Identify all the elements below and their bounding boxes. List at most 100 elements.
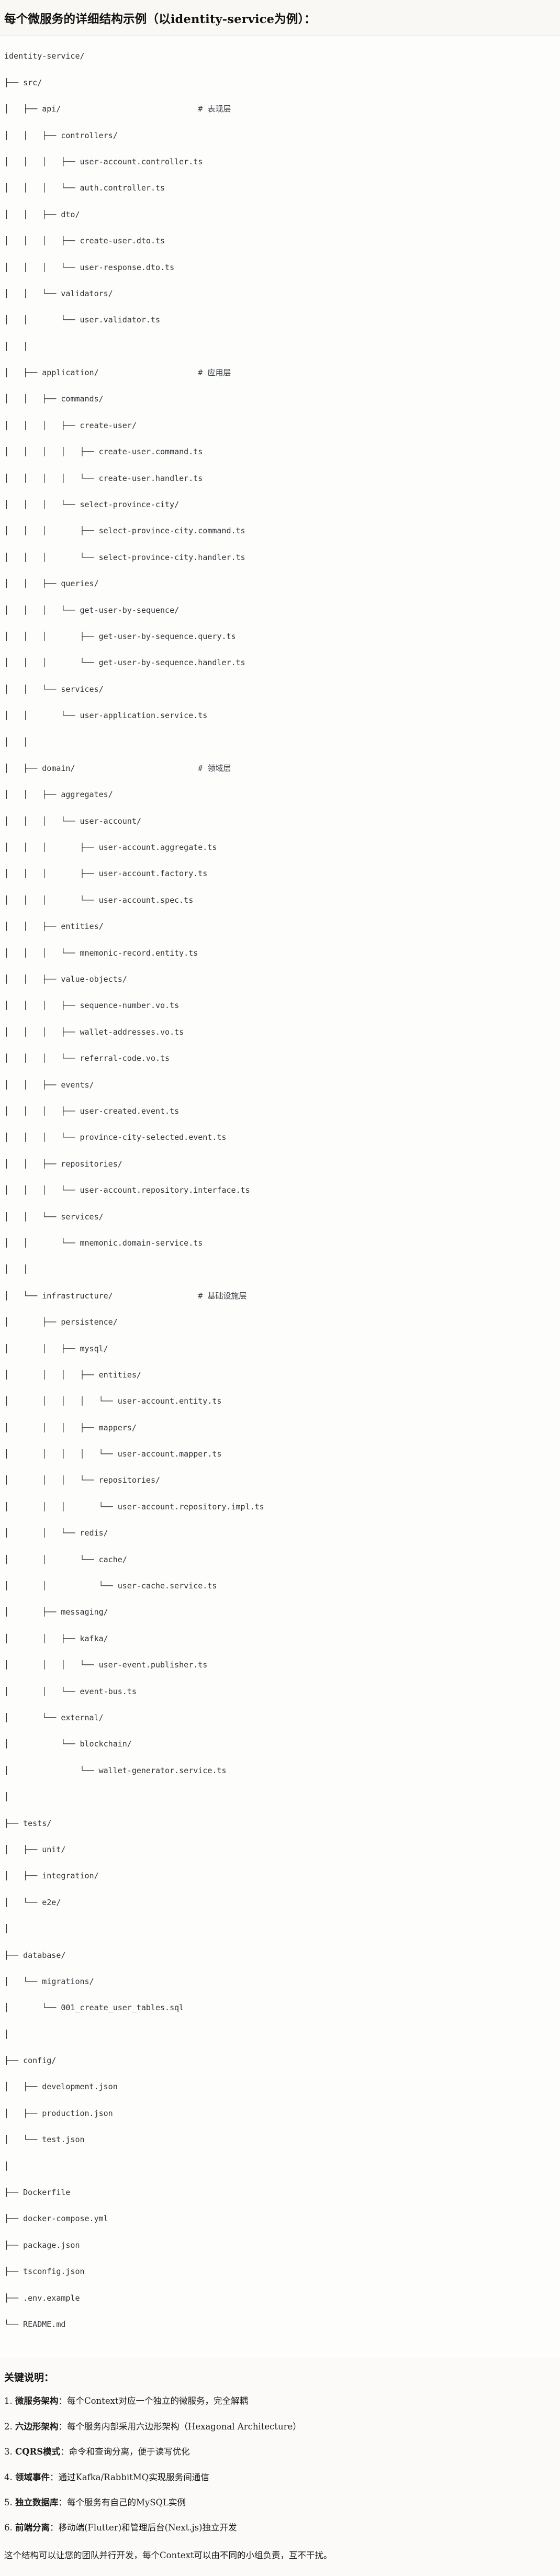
tree-row-path: ├── config/ [4, 2056, 57, 2066]
tree-row: │ └── test.json [4, 2133, 556, 2146]
key-note-description: 每个服务有自己的MySQL实例 [67, 2497, 186, 2507]
key-note-index: 2. [4, 2421, 13, 2432]
tree-row-path: │ │ │ ├── user-account.aggregate.ts [4, 843, 217, 853]
tree-row: │ │ │ │ └── user-account.entity.ts [4, 1395, 556, 1408]
tree-row-path: │ │ │ └── province-city-selected.event.t… [4, 1133, 227, 1143]
tree-row: │ │ └── services/ [4, 1211, 556, 1224]
key-notes-title: 关键说明： [4, 2372, 54, 2384]
tree-row-path: │ │ │ ├── user-account.factory.ts [4, 869, 208, 879]
tree-row-path: │ │ │ └── user-account.repository.interf… [4, 1185, 250, 1195]
tree-row: │ [4, 1922, 556, 1935]
tree-row: │ │ ├── mysql/ [4, 1342, 556, 1356]
tree-row: │ │ │ ├── wallet-addresses.vo.ts [4, 1026, 556, 1039]
tree-row: │ │ [4, 340, 556, 353]
tree-row: │ │ │ └── province-city-selected.event.t… [4, 1131, 556, 1144]
tree-row-path: │ │ ├── controllers/ [4, 130, 118, 140]
tree-row: │ │ │ │ ├── create-user.command.ts [4, 445, 556, 458]
tree-row: │ │ │ └── mnemonic-record.entity.ts [4, 947, 556, 960]
key-note-term: 微服务架构 [15, 2396, 59, 2406]
key-note-index: 6. [4, 2523, 13, 2533]
tree-row-path: │ │ └── validators/ [4, 288, 113, 298]
tree-row: │ │ ├── value-objects/ [4, 973, 556, 986]
tree-row-path: │ ├── production.json [4, 2108, 113, 2118]
tree-row-path: │ │ │ ├── user-created.event.ts [4, 1106, 180, 1116]
tree-row-path: │ │ │ └── select-province-city/ [4, 500, 180, 510]
tree-row: │ [4, 2028, 556, 2041]
tree-row-path: │ │ ├── repositories/ [4, 1159, 122, 1169]
tree-row-path: │ │ └── user-cache.service.ts [4, 1581, 217, 1591]
tree-row-path: │ │ │ ├── entities/ [4, 1370, 141, 1380]
tree-row: │ ├── production.json [4, 2107, 556, 2120]
tree-row-comment: # 应用层 [198, 368, 231, 378]
tree-row-path: │ ├── persistence/ [4, 1317, 118, 1327]
tree-row: ├── docker-compose.yml [4, 2212, 556, 2225]
tree-row: │ │ ├── controllers/ [4, 129, 556, 142]
tree-row-path: │ └── migrations/ [4, 1976, 94, 1986]
tree-row: │ │ │ └── get-user-by-sequence/ [4, 604, 556, 617]
tree-row: ├── tests/ [4, 1817, 556, 1830]
key-note-index: 3. [4, 2447, 13, 2457]
tree-row: │ └── blockchain/ [4, 1738, 556, 1751]
tree-row-path: │ │ └── cache/ [4, 1554, 127, 1564]
tree-row: │ ├── unit/ [4, 1843, 556, 1856]
tree-row: │ │ └── cache/ [4, 1553, 556, 1566]
key-note-index: 4. [4, 2472, 13, 2482]
directory-tree: identity-service/ ├── src/ │ ├── api/ # … [4, 50, 556, 2344]
tree-row: │ ├── development.json [4, 2080, 556, 2093]
tree-row-path: │ │ ├── kafka/ [4, 1633, 108, 1643]
tree-row-path: │ │ │ │ └── create-user.handler.ts [4, 473, 203, 483]
key-note-index: 1. [4, 2396, 13, 2406]
key-note-separator: ： [60, 2447, 69, 2457]
tree-row-path: │ │ │ │ ├── create-user.command.ts [4, 447, 203, 457]
tree-row-path: │ │ │ ├── get-user-by-sequence.query.ts [4, 631, 236, 641]
tree-row-path: │ │ │ └── mnemonic-record.entity.ts [4, 948, 198, 958]
tree-row: │ └── wallet-generator.service.ts [4, 1764, 556, 1777]
tree-row: ├── Dockerfile [4, 2186, 556, 2199]
tree-row: │ │ │ └── user-account.repository.impl.t… [4, 1500, 556, 1514]
tree-row: │ │ │ ├── create-user.dto.ts [4, 234, 556, 248]
tree-row-path: ├── src/ [4, 77, 42, 87]
tree-row: ├── .env.example [4, 2292, 556, 2305]
key-note-item: 4. 领域事件：通过Kafka/RabbitMQ实现服务间通信 [4, 2471, 556, 2484]
key-note-description: 命令和查询分离，便于读写优化 [69, 2447, 190, 2457]
tree-row-path: │ │ │ └── user-account.repository.impl.t… [4, 1502, 264, 1511]
tree-row: └── README.md [4, 2318, 556, 2331]
tree-row-path: │ │ │ └── referral-code.vo.ts [4, 1054, 170, 1063]
key-note-description: 移动端(Flutter)和管理后台(Next.js)独立开发 [58, 2523, 237, 2533]
tree-row: │ │ │ ├── user-account.aggregate.ts [4, 841, 556, 854]
tree-row-path: │ │ │ └── auth.controller.ts [4, 183, 165, 193]
tree-row: │ │ └── validators/ [4, 287, 556, 300]
tree-row-path: │ │ [4, 341, 28, 351]
tree-row-path: │ │ └── event-bus.ts [4, 1686, 137, 1696]
tree-row: │ ├── messaging/ [4, 1606, 556, 1619]
tree-row: │ ├── api/ # 表现层 [4, 103, 556, 116]
tree-row: │ │ ├── queries/ [4, 577, 556, 590]
tree-row: │ │ │ └── get-user-by-sequence.handler.t… [4, 656, 556, 669]
key-note-item: 3. CQRS模式：命令和查询分离，便于读写优化 [4, 2445, 556, 2459]
tree-row-path: │ │ └── user-application.service.ts [4, 711, 208, 721]
key-note-separator: ： [58, 2421, 68, 2432]
tree-row: │ │ └── services/ [4, 683, 556, 696]
tree-row-path: │ │ │ └── repositories/ [4, 1475, 161, 1485]
tree-row: │ [4, 2160, 556, 2173]
tree-row-path: └── README.md [4, 2319, 66, 2329]
tree-row: │ │ ├── repositories/ [4, 1158, 556, 1171]
directory-tree-block: identity-service/ ├── src/ │ ├── api/ # … [0, 36, 560, 2359]
tree-row: │ │ └── user-application.service.ts [4, 709, 556, 722]
tree-row-path: │ ├── integration/ [4, 1871, 99, 1881]
tree-row-path: │ [4, 1924, 9, 1934]
tree-row-path: │ [4, 2161, 9, 2171]
tree-row-path: │ │ ├── commands/ [4, 394, 104, 404]
tree-row: │ │ ├── events/ [4, 1079, 556, 1092]
tree-row: │ ├── persistence/ [4, 1316, 556, 1329]
tree-row-path: ├── package.json [4, 2240, 80, 2250]
tree-row: │ │ │ └── user-event.publisher.ts [4, 1659, 556, 1672]
key-note-item: 2. 六边形架构：每个服务内部采用六边形架构（Hexagonal Archite… [4, 2420, 556, 2434]
tree-row: ├── config/ [4, 2054, 556, 2067]
tree-row-path: │ │ │ └── user-account/ [4, 816, 141, 826]
tree-row: │ │ │ ├── user-account.factory.ts [4, 867, 556, 880]
tree-row-path: │ │ │ ├── sequence-number.vo.ts [4, 1001, 180, 1011]
tree-row-path: │ └── blockchain/ [4, 1739, 132, 1749]
